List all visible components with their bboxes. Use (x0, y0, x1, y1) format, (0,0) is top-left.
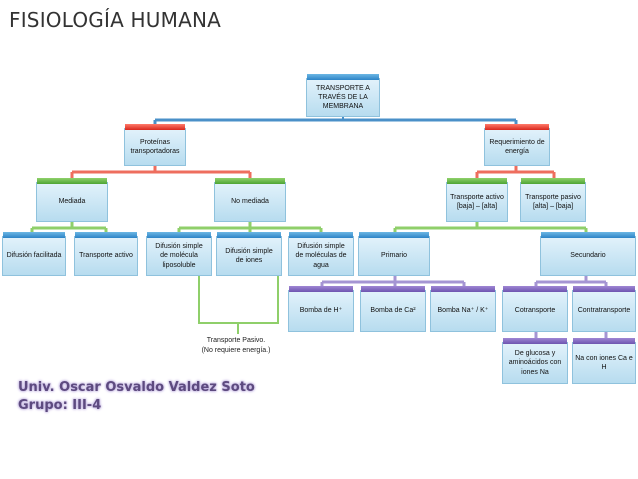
node-bomba-na-k: Bomba Na⁺ / K⁺ (430, 286, 496, 332)
node-contratransporte: Contratransporte (572, 286, 636, 332)
node-no-mediada: No mediada (214, 178, 286, 222)
group-label: Grupo: III-4 (18, 398, 102, 413)
node-secundario: Secundario (540, 232, 636, 276)
node-transporte-activo: Transporte activo (74, 232, 138, 276)
node-difusion-facilitada: Difusión facilitada (2, 232, 66, 276)
page-title: FISIOLOGÍA HUMANA (9, 8, 222, 32)
node-primario: Primario (358, 232, 430, 276)
node-bomba-h: Bomba de H⁺ (288, 286, 354, 332)
node-cotransporte: Cotransporte (502, 286, 568, 332)
node-mediada: Mediada (36, 178, 108, 222)
node-bomba-ca: Bomba de Ca² (360, 286, 426, 332)
node-transporte-activo-energia: Transporte activo[baja] – [alta] (446, 178, 508, 222)
transporte-pasivo-note: Transporte Pasivo. (No requiere energía.… (201, 337, 271, 354)
node-transporte-pasivo-energia: Transporte pasivo[alta] – [baja] (520, 178, 586, 222)
author-name: Univ. Oscar Osvaldo Valdez Soto (18, 380, 255, 395)
